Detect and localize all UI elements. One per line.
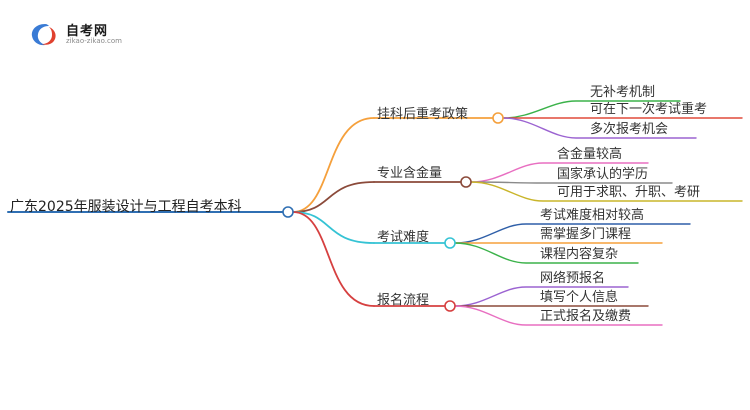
logo-dot-icon (42, 32, 48, 38)
site-logo[interactable]: 自考网 zikao-zikao.com (30, 20, 140, 50)
leaf-connector-3-3 (454, 242, 639, 264)
branch-label-2[interactable]: 专业含金量 (377, 166, 443, 181)
leaf-connector-4-3 (454, 305, 663, 326)
branch-node-1[interactable] (492, 112, 504, 124)
branch-connector-3 (292, 211, 375, 244)
branch-node-4[interactable] (444, 300, 456, 312)
branch-label-3[interactable]: 考试难度 (377, 230, 430, 245)
leaf-label-3-3[interactable]: 课程内容复杂 (540, 247, 619, 262)
leaf-label-4-2[interactable]: 填写个人信息 (540, 290, 619, 305)
root-topic[interactable]: 广东2025年服装设计与工程自考本科 (10, 199, 242, 215)
branch-label-4[interactable]: 报名流程 (377, 293, 430, 308)
leaf-label-2-2[interactable]: 国家承认的学历 (557, 167, 649, 182)
leaf-connector-2-3 (470, 181, 743, 202)
leaf-label-4-1[interactable]: 网络预报名 (540, 271, 606, 286)
logo-name: 自考网 (66, 24, 109, 39)
branch-connector-2 (292, 181, 375, 213)
leaf-connector-1-3 (502, 117, 697, 139)
leaf-label-3-2[interactable]: 需掌握多门课程 (540, 227, 632, 242)
branch-connector-1 (292, 117, 375, 213)
branch-node-3[interactable] (444, 237, 456, 249)
logo-mark-icon (31, 24, 56, 46)
branch-node-2[interactable] (460, 176, 472, 188)
logo-swoosh-red-icon (42, 27, 56, 45)
leaf-label-1-2[interactable]: 可在下一次考试重考 (590, 102, 708, 117)
logo-swoosh-blue-icon (31, 24, 49, 46)
leaf-label-1-1[interactable]: 无补考机制 (590, 85, 656, 100)
logo-url: zikao-zikao.com (66, 37, 122, 45)
root-node[interactable] (282, 206, 294, 218)
leaf-label-1-3[interactable]: 多次报考机会 (590, 122, 669, 137)
leaf-label-4-3[interactable]: 正式报名及缴费 (540, 309, 632, 324)
branch-connector-4 (292, 211, 375, 307)
leaf-label-2-3[interactable]: 可用于求职、升职、考研 (557, 185, 701, 200)
leaf-label-2-1[interactable]: 含金量较高 (557, 147, 623, 162)
leaf-label-3-1[interactable]: 考试难度相对较高 (540, 208, 645, 223)
branch-label-1[interactable]: 挂科后重考政策 (377, 107, 469, 122)
